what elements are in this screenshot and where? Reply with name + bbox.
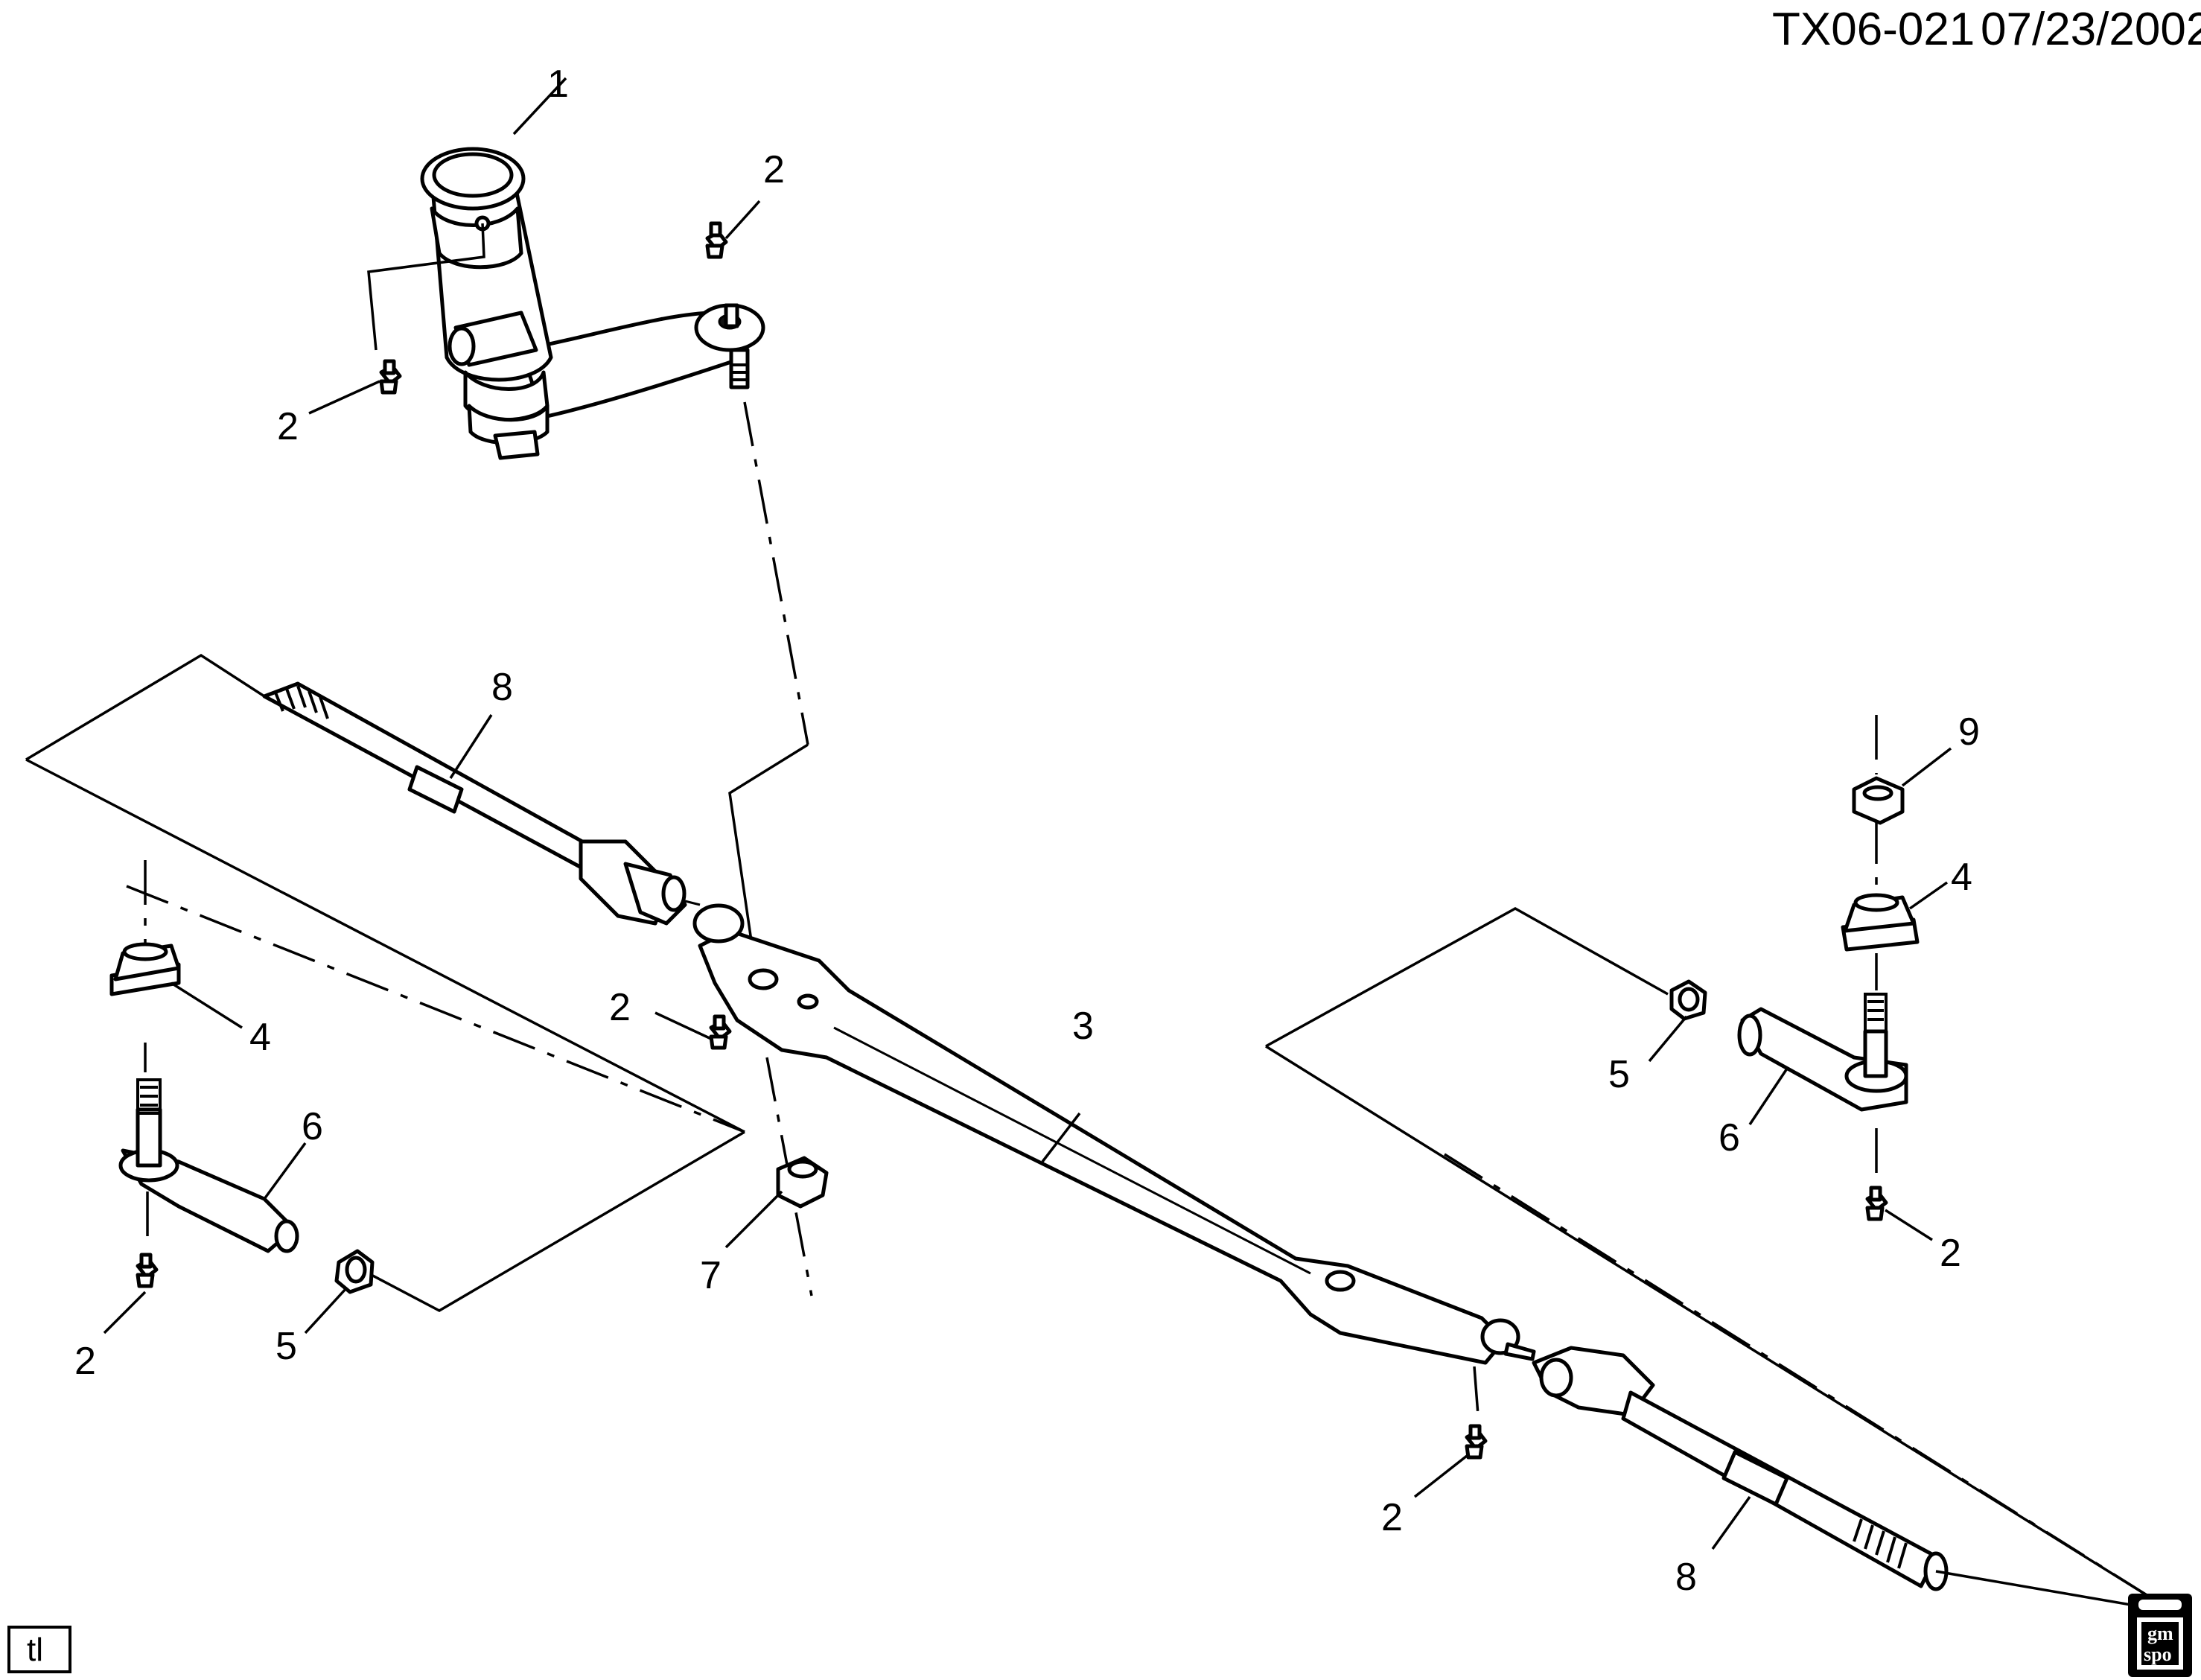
callout-6: 6 (1719, 1116, 1740, 1159)
tie-rod-adjuster-upper (262, 681, 701, 926)
logo-gm: gm (2147, 1623, 2173, 1644)
dust-boot-right (1841, 893, 1920, 952)
jam-nut-left (334, 1249, 375, 1294)
diagram-code: TX06-021 (1772, 4, 1975, 55)
grease-fitting (1465, 1424, 1488, 1460)
grease-fitting (379, 359, 402, 395)
castle-nut (776, 1156, 829, 1209)
callout-2: 2 (1381, 1496, 1403, 1539)
callout-6: 6 (302, 1105, 323, 1148)
callout-5: 5 (1608, 1053, 1630, 1096)
grease-fitting (1865, 1186, 1888, 1221)
tag-box (7, 1626, 71, 1673)
jam-nut-right (1669, 979, 1707, 1021)
logo-spo: spo (2144, 1644, 2172, 1665)
callout-5: 5 (275, 1325, 297, 1368)
hex-nut-right (1852, 776, 1905, 825)
grease-fitting (709, 1014, 732, 1050)
callout-2: 2 (1940, 1232, 1961, 1275)
idler-arm-assembly (420, 147, 765, 460)
tag-label: tl (27, 1632, 43, 1668)
callout-2: 2 (763, 148, 785, 191)
callout-2: 2 (277, 405, 299, 448)
tie-rod-end-right (1737, 993, 1908, 1112)
dust-boot-left (109, 942, 181, 996)
tie-rod-end-left (118, 1078, 299, 1253)
grease-fitting (705, 221, 728, 259)
callout-8: 8 (1675, 1556, 1697, 1599)
callout-2: 2 (609, 986, 631, 1029)
callout-4: 4 (249, 1016, 271, 1059)
diagram-date: 07/23/2002 (1981, 4, 2201, 55)
callout-2: 2 (74, 1340, 96, 1383)
callout-1: 1 (547, 63, 569, 106)
relay-rod (692, 903, 1536, 1365)
gm-spo-logo: gm spo (2128, 1594, 2192, 1677)
callout-8: 8 (491, 666, 513, 709)
callout-9: 9 (1958, 710, 1980, 754)
callout-3: 3 (1072, 1005, 1094, 1048)
callout-4: 4 (1951, 856, 1972, 899)
grease-fitting (136, 1253, 159, 1288)
tie-rod-adjuster-lower (1532, 1346, 1949, 1591)
callout-7: 7 (700, 1254, 722, 1297)
